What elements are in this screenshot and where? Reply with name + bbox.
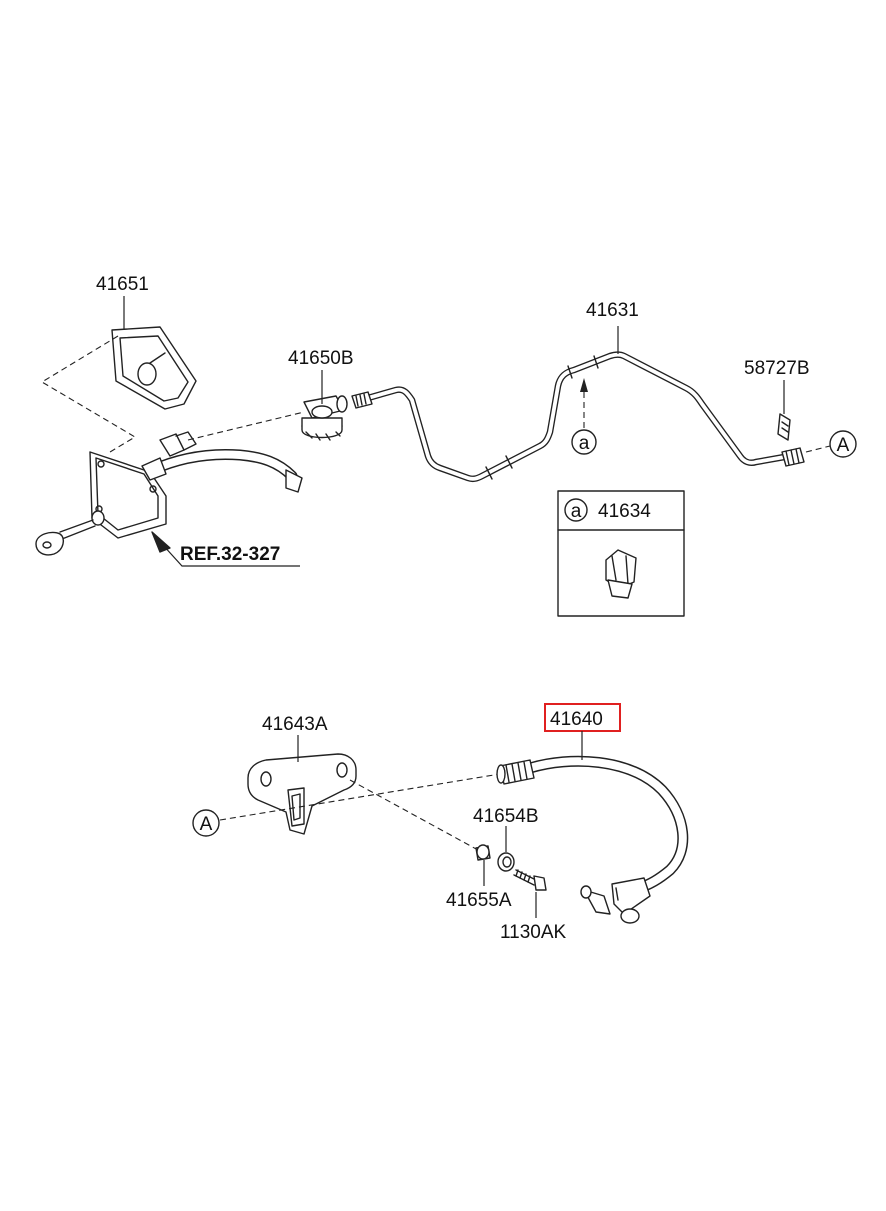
collar-41655A [475,844,491,861]
label-58727B: 58727B [744,358,810,379]
label-41631: 41631 [586,300,639,321]
label-41634: 41634 [598,501,651,522]
bracket-41643A [247,753,357,835]
dashed-guide-A-top [805,445,831,453]
label-41654B: 41654B [473,806,539,827]
gasket-41651 [111,326,197,410]
clip-a-marker [571,378,597,455]
master-cylinder [35,431,303,556]
dashed-guide-union [187,411,305,441]
clip-58727B [777,413,791,441]
label-41650B: 41650B [288,348,354,369]
circle-A-top [829,430,857,458]
dashed-guide-A-bottom [219,773,501,821]
circle-A-bottom [192,809,220,837]
marker-a-detail: a [571,501,582,522]
marker-A-top: A [837,435,850,456]
label-41651: 41651 [96,274,149,295]
detail-box-41634 [557,490,685,617]
ref-arrow [151,531,300,567]
label-1130AK: 1130AK [500,922,567,943]
pipe-41631 [351,351,805,483]
label-41640: 41640 [550,709,603,730]
grommet-41654B [497,852,515,872]
dashed-guide-bolt [349,779,479,851]
union-41650B [301,395,348,441]
label-ref-32-327: REF.32-327 [180,544,280,565]
marker-A-bottom: A [200,814,213,835]
dashed-guide-gasket [40,335,137,453]
label-41643A: 41643A [262,714,328,735]
label-41655A: 41655A [446,890,512,911]
marker-a-top: a [579,433,590,454]
bolt-1130AK [513,869,547,891]
hose-41640 [496,755,689,924]
